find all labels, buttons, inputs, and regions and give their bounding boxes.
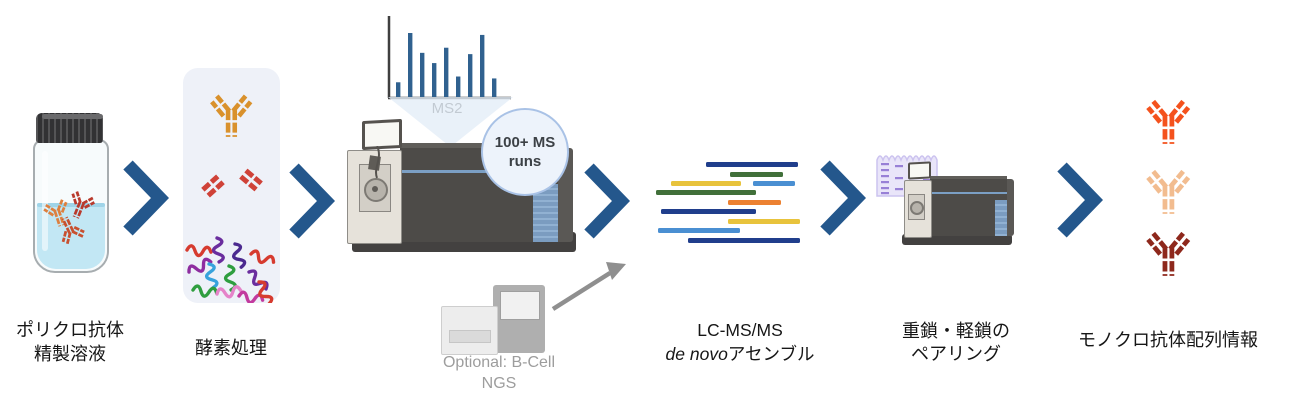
- sequence-read-bar: [658, 228, 740, 233]
- machine-accent-line: [930, 192, 1007, 194]
- step1-label: ポリクロ抗体 精製溶液: [8, 318, 132, 366]
- flow-arrow-icon: [820, 160, 866, 236]
- ms-runs-badge: 100+ MS runs: [481, 108, 569, 196]
- de-novo-italic: de novo: [665, 344, 728, 364]
- ms-runs-line2: runs: [508, 153, 542, 170]
- enzyme-fragments-illustration: [185, 168, 276, 303]
- enzyme-treatment-panel: [183, 68, 280, 303]
- fab-fragments: [201, 168, 263, 198]
- step5-label-line2: ペアリング: [911, 344, 1001, 364]
- sequence-read-bar: [730, 172, 783, 177]
- machine-accent-line: [400, 170, 558, 173]
- peptide-squiggle: [185, 244, 213, 258]
- flow-arrow-icon: [123, 160, 169, 236]
- peptide-squiggle: [204, 262, 219, 290]
- ms2-bars: [396, 33, 497, 97]
- ngs-sequencer-illustration: [441, 284, 547, 355]
- sequence-reads-illustration: [650, 158, 810, 248]
- ms2-bar: [420, 52, 425, 97]
- step4-label-line1: LC-MS/MS: [697, 320, 783, 340]
- vial-cap: [36, 113, 103, 143]
- step4-label: LC-MS/MS de novoアセンブル: [645, 318, 835, 366]
- antibody-icon: [206, 86, 256, 139]
- step6-label: モノクロ抗体配列情報: [1062, 328, 1274, 352]
- peptide-squiggle: [232, 242, 247, 269]
- assembly-text: アセンブル: [727, 344, 815, 364]
- peptide-squiggle: [247, 269, 269, 291]
- peptide-squiggle: [215, 285, 243, 299]
- ms2-bar: [444, 47, 449, 97]
- ms2-bar: [396, 82, 401, 97]
- step4-label-line2: de novoアセンブル: [645, 342, 835, 366]
- fab-fragment: [239, 168, 263, 192]
- peptide-squiggle: [191, 284, 219, 298]
- ms2-bar: [456, 76, 461, 97]
- flow-arrow-icon: [584, 163, 630, 239]
- machine-base: [902, 234, 1012, 245]
- ms2-bar: [432, 63, 437, 97]
- sequence-read-bar: [656, 190, 756, 195]
- glass-highlight: [42, 151, 48, 251]
- sequence-read-bar: [728, 200, 781, 205]
- ms-runs-line1: 100+ MS: [494, 134, 556, 151]
- machine-monitor: [908, 161, 931, 180]
- machine-vent-stripes: [995, 200, 1007, 236]
- step5-label-line1: 重鎖・軽鎖の: [902, 321, 1010, 341]
- sequence-read-bar: [706, 162, 798, 167]
- step2-label: 酵素処理: [169, 336, 293, 360]
- machine-top-edge: [400, 143, 558, 148]
- flow-arrow-icon: [289, 163, 335, 239]
- sequence-read-bar: [728, 219, 800, 224]
- polyclonal-vial-illustration: [33, 113, 109, 273]
- antibody-icon: [1142, 91, 1194, 146]
- sequencer-screen: [500, 291, 540, 320]
- peptide-squiggle: [257, 280, 274, 303]
- pump-wheel: [910, 201, 924, 215]
- step5-label: 重鎖・軽鎖の ペアリング: [895, 320, 1017, 366]
- step6-label-text: モノクロ抗体配列情報: [1078, 330, 1258, 350]
- machine-top-edge: [930, 176, 1007, 179]
- vial-liquid: [37, 203, 105, 269]
- peptide-squiggles: [185, 236, 276, 303]
- optional-merge-arrow: [551, 262, 626, 311]
- peptide-squiggle: [249, 249, 276, 265]
- pairing-mass-spectrometer-illustration: [901, 158, 1015, 246]
- sequence-read-bar: [753, 181, 795, 186]
- step2-label-text: 酵素処理: [195, 338, 267, 358]
- peptide-squiggle: [187, 257, 213, 274]
- fab-fragment: [201, 174, 225, 198]
- pump-wheel-center: [372, 186, 378, 192]
- machine-end-cap: [1007, 179, 1014, 236]
- sequence-read-bar: [688, 238, 800, 243]
- optional-ngs-label: Optional: B-Cell NGS: [417, 352, 581, 394]
- monitor-cable: [375, 146, 380, 179]
- step1-label-line2: 精製溶液: [34, 344, 106, 364]
- optional-ngs-line1: Optional: B-Cell: [442, 354, 556, 371]
- step1-label-line1: ポリクロ抗体: [16, 320, 124, 340]
- ms2-bar: [408, 33, 413, 97]
- sequencer-tray-slot: [449, 330, 491, 343]
- optional-ngs-line2: NGS: [481, 375, 517, 392]
- vial-cap-top: [42, 114, 103, 119]
- antibody-icon: [1142, 223, 1194, 278]
- ms2-bar: [468, 54, 473, 97]
- ms2-bar: [480, 34, 485, 97]
- liquid-surface: [37, 203, 105, 207]
- sequence-read-bar: [661, 209, 756, 214]
- vial-glass: [33, 139, 109, 273]
- peptide-squiggle: [211, 236, 225, 264]
- antibody-icon: [1142, 161, 1194, 216]
- flow-arrow-icon: [1057, 162, 1103, 238]
- ms2-bar: [492, 78, 497, 97]
- machine-body: [930, 176, 1007, 236]
- sequence-read-bar: [671, 181, 741, 186]
